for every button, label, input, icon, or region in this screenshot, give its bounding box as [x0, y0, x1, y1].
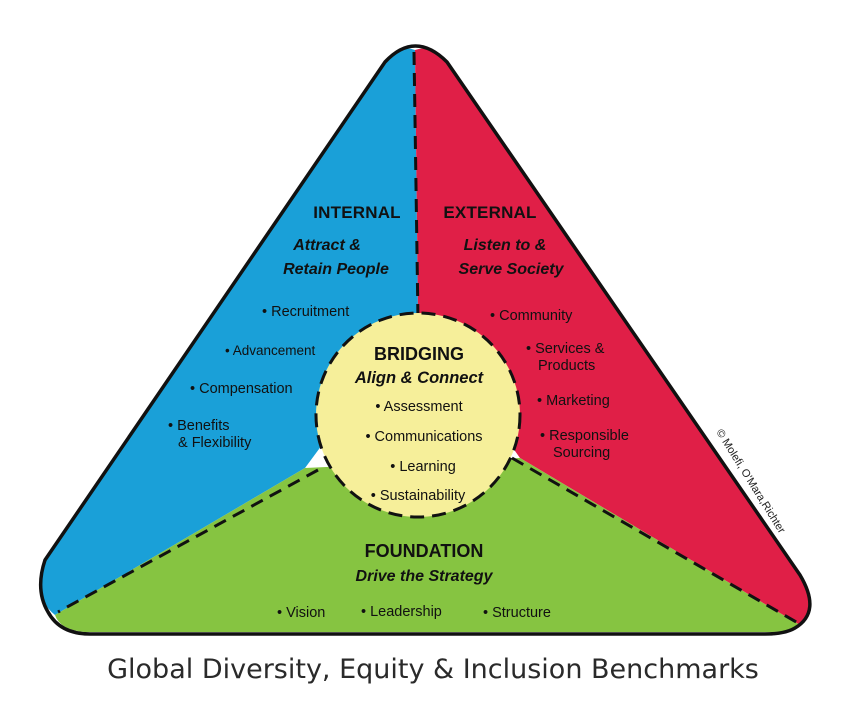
internal-item-benefits: • Benefits [168, 418, 230, 434]
internal-item-advancement: • Advancement [225, 343, 316, 358]
external-item-marketing: • Marketing [537, 393, 610, 409]
bridging-item-learning: • Learning [390, 459, 456, 475]
bridging-item-sustainability: • Sustainability [371, 488, 466, 504]
foundation-item-structure: • Structure [483, 605, 551, 621]
bridging-item-communications: • Communications [365, 429, 482, 445]
external-item-community: • Community [490, 308, 573, 324]
external-item-products: Products [538, 358, 595, 374]
external-item-services: • Services & [526, 341, 605, 357]
foundation-heading: FOUNDATION [365, 541, 484, 561]
triangle-outline [38, 44, 812, 636]
bridging-item-assessment: • Assessment [375, 399, 462, 415]
foundation-item-vision: • Vision [277, 605, 325, 621]
external-heading: EXTERNAL [443, 203, 536, 222]
foundation-subtitle: Drive the Strategy [356, 568, 494, 585]
bridging-heading: BRIDGING [374, 344, 464, 364]
internal-item-recruitment: • Recruitment [262, 304, 349, 320]
external-item-responsible: • Responsible [540, 428, 629, 444]
internal-subtitle-line2: Retain People [283, 261, 389, 278]
external-sector [415, 48, 809, 625]
footer-title: Global Diversity, Equity & Inclusion Ben… [107, 654, 759, 685]
foundation-sector [55, 458, 800, 632]
internal-item-compensation: • Compensation [190, 381, 293, 397]
bridging-circle [314, 311, 522, 519]
external-subtitle-line2: Serve Society [459, 261, 565, 278]
internal-external-divider [412, 51, 420, 321]
internal-heading: INTERNAL [313, 203, 401, 222]
internal-foundation-divider [57, 468, 319, 614]
foundation-item-leadership: • Leadership [361, 604, 442, 620]
internal-subtitle-line1: Attract & [292, 237, 361, 254]
external-subtitle-line1: Listen to & [464, 237, 547, 254]
internal-sector [39, 48, 418, 615]
external-item-sourcing: Sourcing [553, 445, 610, 461]
bridging-subtitle: Align & Connect [354, 369, 485, 387]
internal-item-flexibility: & Flexibility [178, 435, 252, 451]
external-foundation-divider [511, 456, 799, 625]
